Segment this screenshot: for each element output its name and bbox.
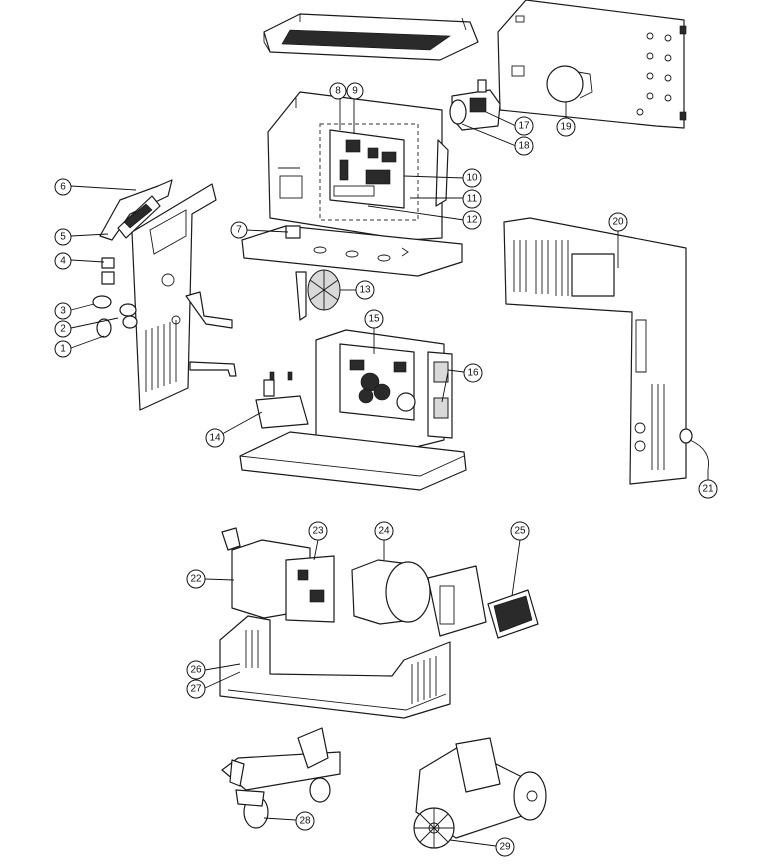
callout-12-label: 12 bbox=[466, 215, 478, 226]
callout-29: 29 bbox=[495, 837, 515, 857]
callouts: 1 2 3 4 5 6 7 8 9 10 11 12 13 14 15 16 1… bbox=[54, 82, 718, 857]
callout-10: 10 bbox=[462, 168, 482, 188]
front-connectors bbox=[92, 257, 138, 338]
front-bracket bbox=[185, 291, 237, 377]
callout-27-label: 27 bbox=[190, 684, 202, 695]
callout-18-label: 18 bbox=[518, 141, 530, 152]
callout-25-label: 25 bbox=[514, 526, 526, 537]
side-vents bbox=[513, 240, 665, 470]
callout-14-label: 14 bbox=[209, 433, 221, 444]
shroud bbox=[427, 565, 487, 637]
callout-11-label: 11 bbox=[467, 194, 478, 205]
callout-6-label: 6 bbox=[60, 182, 66, 193]
callout-28: 28 bbox=[295, 811, 315, 831]
pump-motor bbox=[351, 559, 431, 625]
callout-29-label: 29 bbox=[499, 842, 511, 853]
callout-17: 17 bbox=[514, 116, 534, 136]
callout-7-label: 7 bbox=[236, 225, 242, 236]
cooling-fan bbox=[295, 269, 341, 321]
cooling-unit bbox=[221, 527, 335, 623]
callout-13-label: 13 bbox=[359, 285, 371, 296]
capacitor-box bbox=[571, 253, 615, 297]
front-vents bbox=[145, 320, 177, 392]
rear-panel-holes bbox=[636, 32, 672, 116]
callout-1: 1 bbox=[54, 340, 72, 358]
callout-26-label: 26 bbox=[190, 665, 202, 676]
callout-17-label: 17 bbox=[518, 121, 530, 132]
callout-24-label: 24 bbox=[378, 526, 390, 537]
base-plate bbox=[241, 225, 463, 277]
callout-20: 20 bbox=[608, 212, 628, 232]
callout-20-label: 20 bbox=[612, 217, 624, 228]
handle bbox=[99, 179, 173, 241]
callout-9: 9 bbox=[346, 82, 364, 100]
front-panel bbox=[131, 183, 217, 411]
callout-4-label: 4 bbox=[60, 256, 66, 267]
side-panel bbox=[503, 217, 710, 485]
callout-28-label: 28 bbox=[299, 816, 311, 827]
lower-chassis bbox=[219, 615, 451, 719]
callout-24: 24 bbox=[374, 521, 394, 541]
callout-1-label: 1 bbox=[60, 344, 66, 355]
callout-9-label: 9 bbox=[352, 86, 358, 97]
callout-16: 16 bbox=[463, 363, 483, 383]
chassis-tray bbox=[239, 431, 467, 491]
callout-5: 5 bbox=[54, 228, 72, 246]
rear-fan-plug bbox=[546, 65, 584, 103]
internal-divider bbox=[267, 91, 449, 241]
callout-21: 21 bbox=[698, 479, 718, 499]
trolley-small bbox=[221, 727, 341, 829]
callout-11: 11 bbox=[462, 189, 482, 209]
leader-lines bbox=[70, 98, 709, 847]
top-cover bbox=[263, 13, 479, 61]
radiator bbox=[487, 589, 539, 639]
callout-3: 3 bbox=[54, 302, 72, 320]
callout-13: 13 bbox=[355, 280, 375, 300]
callout-25: 25 bbox=[510, 521, 530, 541]
callout-16-label: 16 bbox=[467, 368, 479, 379]
callout-19: 19 bbox=[556, 117, 576, 137]
callout-27: 27 bbox=[186, 679, 206, 699]
power-board-assembly bbox=[315, 329, 453, 449]
callout-15-label: 15 bbox=[368, 314, 380, 325]
callout-21-label: 21 bbox=[702, 484, 714, 495]
callout-8: 8 bbox=[329, 82, 347, 100]
callout-8-label: 8 bbox=[335, 86, 341, 97]
callout-22: 22 bbox=[186, 569, 206, 589]
callout-10-label: 10 bbox=[466, 173, 478, 184]
callout-12: 12 bbox=[462, 210, 482, 230]
rear-panel bbox=[497, 0, 687, 129]
callout-4: 4 bbox=[54, 252, 72, 270]
callout-2: 2 bbox=[54, 320, 72, 338]
callout-22-label: 22 bbox=[190, 574, 202, 585]
callout-7: 7 bbox=[230, 221, 248, 239]
gas-valve bbox=[449, 79, 501, 131]
callout-6: 6 bbox=[54, 178, 72, 196]
callout-18: 18 bbox=[514, 136, 534, 156]
callout-23: 23 bbox=[308, 521, 328, 541]
callout-26: 26 bbox=[186, 660, 206, 680]
callout-3-label: 3 bbox=[60, 306, 66, 317]
transformer bbox=[255, 371, 309, 429]
callout-5-label: 5 bbox=[60, 232, 66, 243]
callout-2-label: 2 bbox=[60, 324, 66, 335]
callout-15: 15 bbox=[364, 309, 384, 329]
callout-23-label: 23 bbox=[312, 526, 324, 537]
control-pcb bbox=[329, 129, 405, 209]
callout-14: 14 bbox=[205, 428, 225, 448]
trolley-large bbox=[413, 737, 547, 849]
callout-19-label: 19 bbox=[560, 122, 572, 133]
lower-vents bbox=[245, 630, 437, 704]
